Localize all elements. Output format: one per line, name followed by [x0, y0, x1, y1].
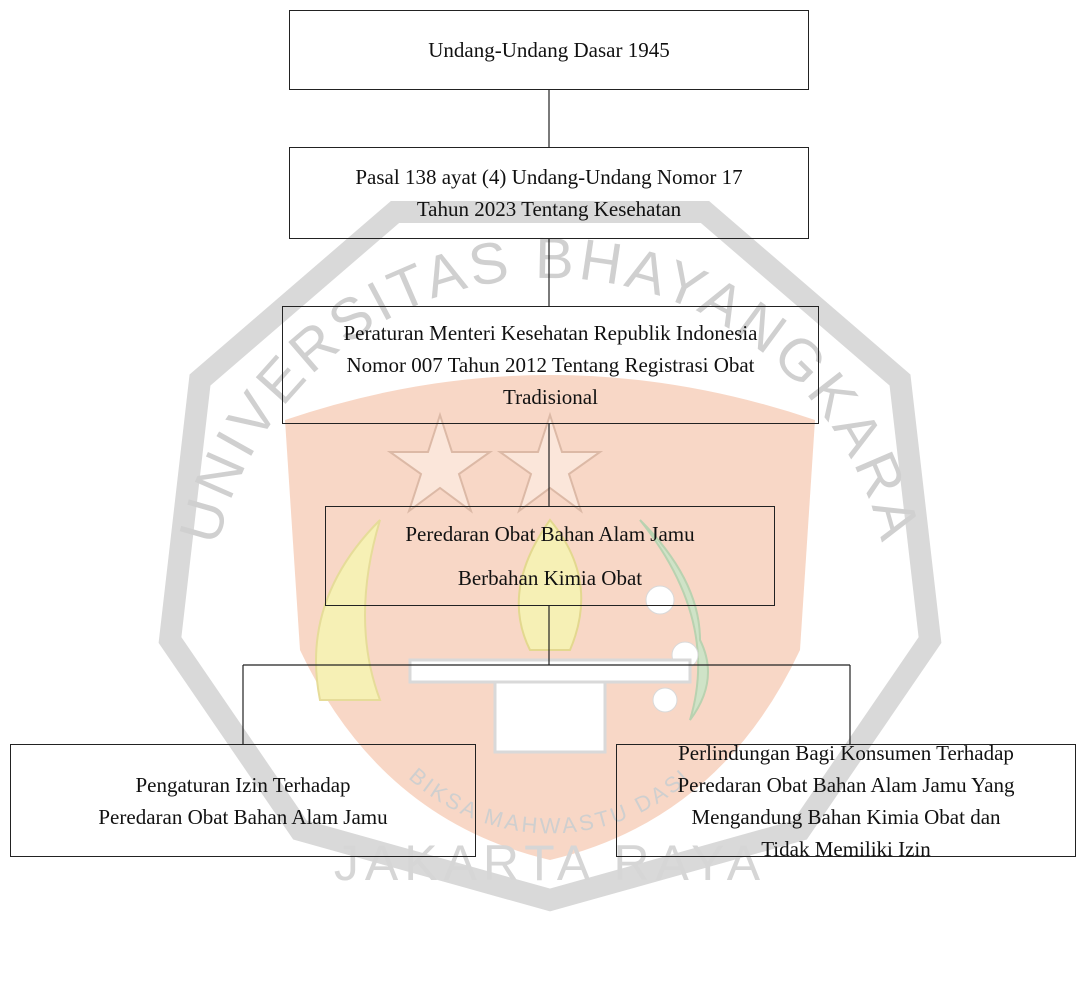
- node-pengaturan-izin: Pengaturan Izin Terhadap Peredaran Obat …: [10, 744, 476, 857]
- node-text-line: Peredaran Obat Bahan Alam Jamu Yang: [677, 772, 1015, 797]
- cotton-flower-icon: [645, 585, 675, 615]
- node-text-line: Peredaran Obat Bahan Alam Jamu: [98, 804, 388, 829]
- torch-stem-icon: [493, 680, 607, 754]
- node-text-line: Perlindungan Bagi Konsumen Terhadap: [678, 740, 1014, 765]
- node-text-line: Tahun 2023 Tentang Kesehatan: [416, 197, 682, 221]
- node-undang-undang-dasar: Undang-Undang Dasar 1945: [289, 10, 809, 90]
- node-text-line: Nomor 007 Tahun 2012 Tentang Registrasi …: [346, 353, 755, 377]
- node-peraturan-menteri: Peraturan Menteri Kesehatan Republik Ind…: [282, 306, 819, 424]
- node-text-line: Pasal 138 ayat (4) Undang-Undang Nomor 1…: [355, 165, 743, 189]
- star-right-icon: [496, 411, 604, 514]
- rice-stalk-icon: [315, 519, 382, 701]
- node-text-line: Undang-Undang Dasar 1945: [428, 38, 670, 62]
- node-text-line: Berbahan Kimia Obat: [457, 566, 643, 590]
- cotton-branch-icon: [639, 519, 709, 721]
- node-peredaran-obat: Peredaran Obat Bahan Alam Jamu Berbahan …: [325, 506, 775, 606]
- node-text-line: Tradisional: [503, 385, 598, 409]
- node-text-line: Pengaturan Izin Terhadap: [135, 772, 351, 797]
- node-perlindungan-konsumen: Perlindungan Bagi Konsumen Terhadap Pere…: [616, 741, 1076, 861]
- node-text-line: Mengandung Bahan Kimia Obat dan: [691, 804, 1001, 829]
- node-text-line: Peredaran Obat Bahan Alam Jamu: [405, 522, 695, 546]
- node-text-line: Peraturan Menteri Kesehatan Republik Ind…: [343, 321, 758, 345]
- node-text-line: Tidak Memiliki Izin: [761, 836, 931, 861]
- star-left-icon: [386, 411, 494, 514]
- cotton-flower-icon: [652, 687, 678, 713]
- node-pasal-138: Pasal 138 ayat (4) Undang-Undang Nomor 1…: [289, 147, 809, 239]
- watermark-city-text: JAKARTA RAYA: [334, 835, 766, 891]
- torch-flame-icon: [517, 518, 583, 651]
- emblem-outer-ring: [158, 201, 942, 912]
